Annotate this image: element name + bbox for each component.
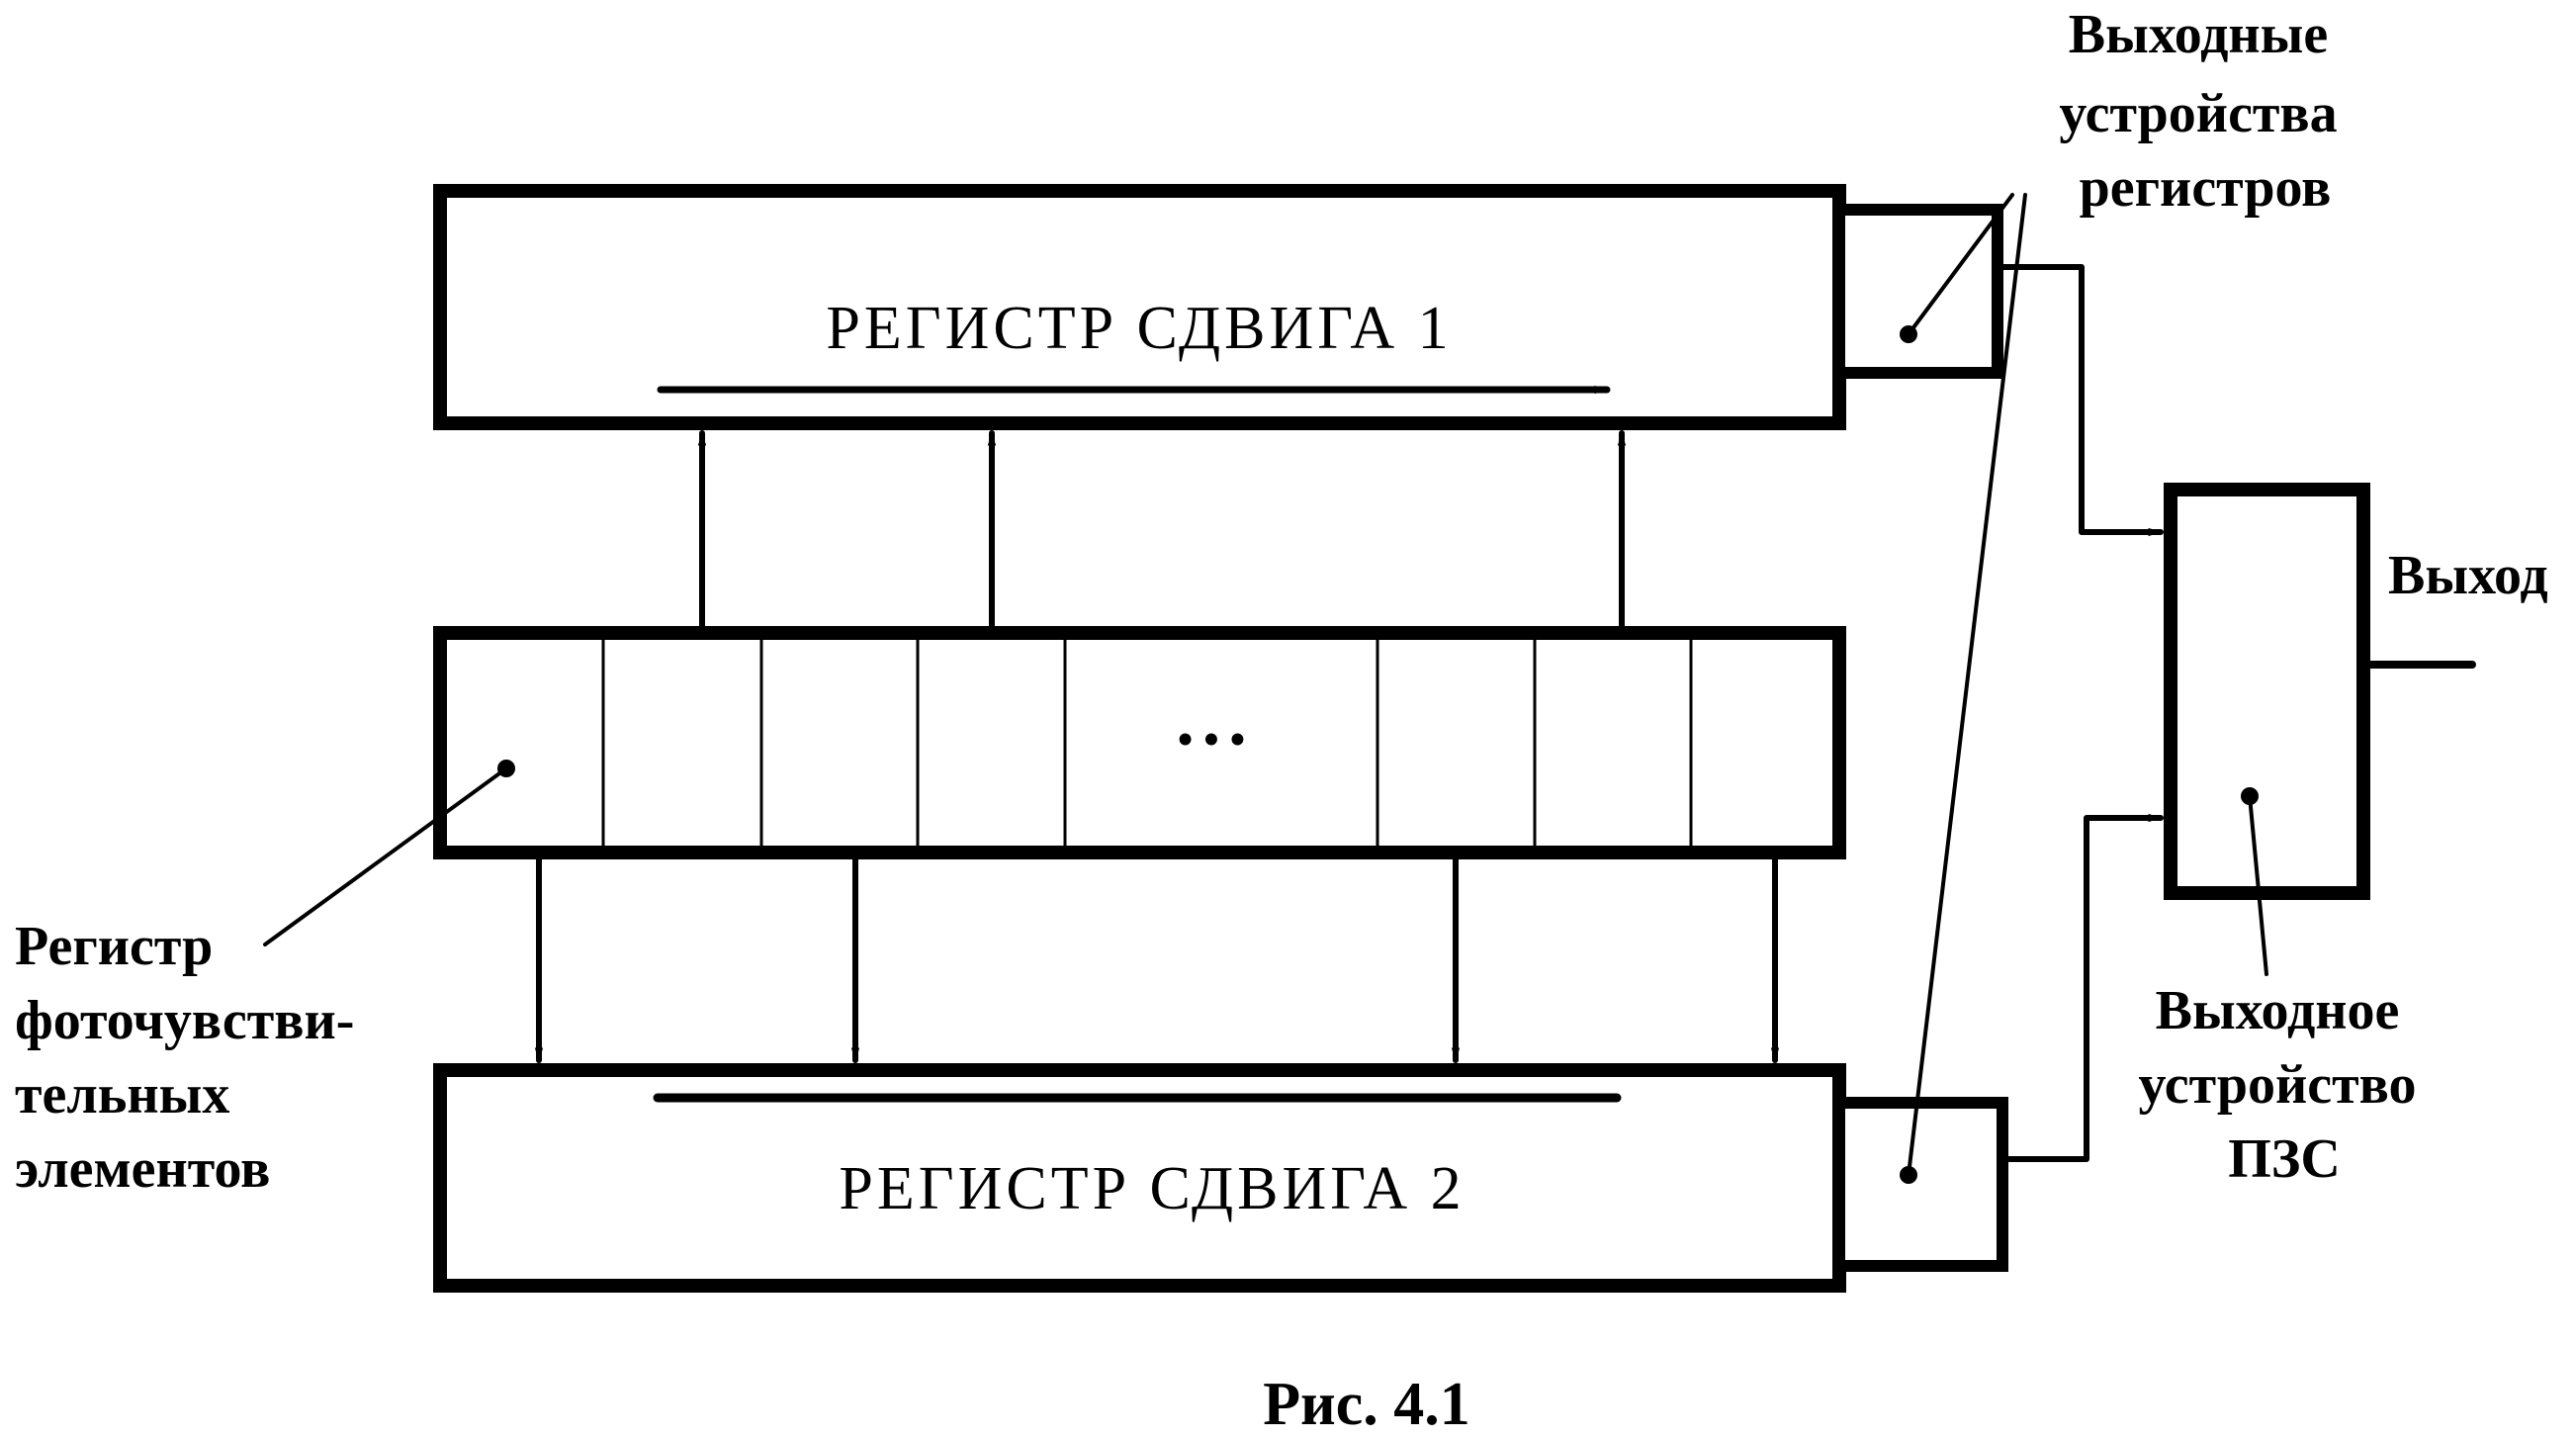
leader-lines — [263, 193, 2268, 1184]
ccd-output-device-label: Выходное устройство ПЗС — [2139, 980, 2431, 1190]
cell-ellipsis: • • • — [1178, 715, 1245, 764]
photo-register-label: Регистр фоточувстви- тельных элементов — [15, 916, 368, 1200]
shift-register-1-label: РЕГИСТР СДВИГА 1 — [826, 295, 1452, 362]
transfer-arrows-up — [697, 430, 1627, 629]
output-label: Выход — [2388, 545, 2548, 606]
transfer-arrows-down — [534, 856, 1780, 1063]
output-connections — [1995, 264, 2476, 1162]
figure-caption: Рис. 4.1 — [1263, 1371, 1470, 1438]
ccd-output-device — [2164, 483, 2370, 900]
shift-register-2: РЕГИСТР СДВИГА 2 — [433, 1063, 1846, 1293]
photo-register: • • • — [433, 626, 1846, 859]
register-2-output-device — [1833, 1097, 2008, 1272]
shift-register-2-label: РЕГИСТР СДВИГА 2 — [839, 1155, 1465, 1222]
register-1-output-device — [1833, 204, 2003, 379]
register-output-devices-label: Выходные устройства регистров — [2059, 4, 2351, 219]
shift-register-1: РЕГИСТР СДВИГА 1 — [433, 184, 1846, 430]
